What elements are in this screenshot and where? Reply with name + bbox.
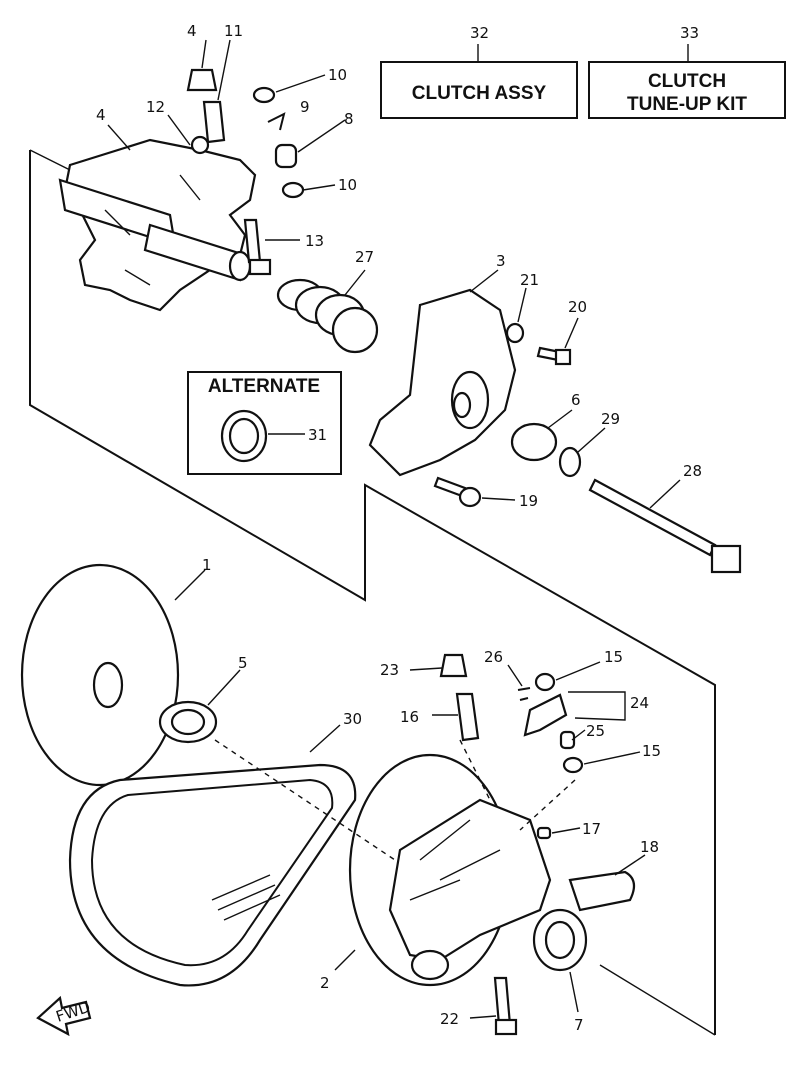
box-clutch-assy: 32 CLUTCH ASSY: [380, 24, 578, 119]
callout-9: 9: [300, 98, 310, 116]
callout-16: 16: [400, 708, 419, 726]
clutch-cover: [368, 288, 517, 477]
callout-13: 13: [305, 232, 324, 250]
callout-8: 8: [344, 110, 354, 128]
callout-15-top: 15: [604, 648, 623, 666]
callout-5: 5: [238, 654, 248, 672]
box-alternate: ALTERNATE 31: [187, 371, 342, 475]
callout-19: 19: [519, 492, 538, 510]
exploded-view-guides: [29, 149, 716, 1036]
box-tune-up-kit: 33 CLUTCH TUNE-UP KIT: [588, 24, 786, 119]
callout-27: 27: [355, 248, 374, 266]
tune-up-kit-label-line2: TUNE-UP KIT: [627, 94, 747, 115]
tune-up-kit-label-line1: CLUTCH: [648, 71, 726, 92]
callout-25: 25: [586, 722, 605, 740]
drive-belt: [68, 763, 357, 987]
callout-31: 31: [308, 426, 327, 444]
callout-29: 29: [601, 410, 620, 428]
callout-21: 21: [520, 271, 539, 289]
callout-14: 4: [187, 22, 197, 40]
clutch-assy-label: CLUTCH ASSY: [412, 83, 547, 104]
callout-28: 28: [683, 462, 702, 480]
callout-20: 20: [568, 298, 587, 316]
leader-lines: [107, 39, 681, 1019]
lower-small-parts: [439, 653, 636, 1036]
callout-24: 24: [630, 694, 649, 712]
callout-17: 17: [582, 820, 601, 838]
weight-cap-part: [186, 68, 218, 92]
alternate-title: ALTERNATE: [208, 376, 320, 397]
callout-33: 33: [680, 24, 699, 42]
callout-6: 6: [571, 391, 581, 409]
callout-10-mid: 10: [338, 176, 357, 194]
clutch-spring: [276, 278, 379, 354]
bushing: [158, 700, 218, 744]
upper-small-parts: [186, 68, 305, 276]
callout-2: 2: [320, 974, 330, 992]
callout-15-bottom: 15: [642, 742, 661, 760]
pin-part: [202, 100, 226, 144]
callout-1: 1: [202, 556, 212, 574]
callout-4: 4: [96, 106, 106, 124]
fixed-sheave: [20, 563, 180, 787]
fwd-arrow: FWD: [36, 995, 93, 1037]
callout-12: 12: [146, 98, 165, 116]
callout-22: 22: [440, 1010, 459, 1028]
callout-numbers: 4 11 4 12 10 9 8 10 13 27 3 21 20 6 29 2…: [96, 22, 702, 1034]
callout-7: 7: [574, 1016, 584, 1034]
cover-hardware: [433, 322, 742, 574]
callout-26: 26: [484, 648, 503, 666]
callout-11: 11: [224, 22, 243, 40]
callout-3: 3: [496, 252, 506, 270]
callout-32: 32: [470, 24, 489, 42]
callout-10-top: 10: [328, 66, 347, 84]
spider-assembly: [58, 135, 257, 312]
callout-18: 18: [640, 838, 659, 856]
movable-sheave: [348, 753, 552, 987]
callout-23: 23: [380, 661, 399, 679]
callout-30: 30: [343, 710, 362, 728]
